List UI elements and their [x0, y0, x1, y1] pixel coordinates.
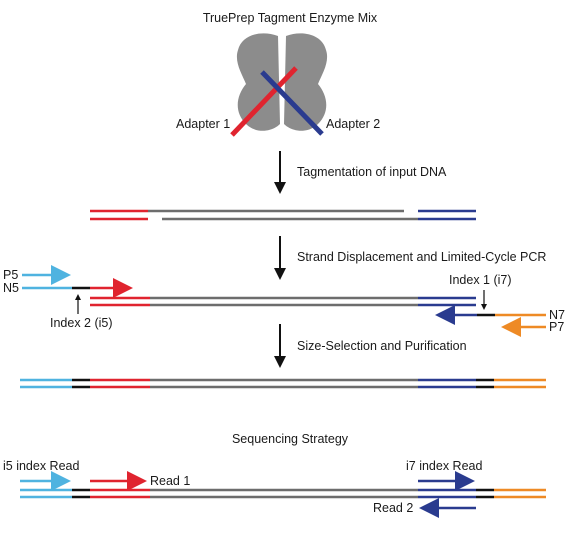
adapter-2-strand: [260, 70, 324, 136]
step-arrow-1: [274, 151, 286, 194]
enzyme-title: TruePrep Tagment Enzyme Mix: [203, 11, 378, 25]
step-3-label: Size-Selection and Purification: [297, 339, 467, 353]
sequencing-title: Sequencing Strategy: [232, 432, 349, 446]
step-arrow-3: [274, 324, 286, 368]
n7-label: N7: [549, 308, 565, 322]
index-1-label: Index 1 (i7): [449, 273, 512, 287]
adapter-1-strand: [230, 66, 298, 137]
step-1-label: Tagmentation of input DNA: [297, 165, 447, 179]
final-library: [20, 378, 546, 389]
p5-label: P5: [3, 268, 18, 282]
tagmented-fragment: [90, 209, 476, 221]
tagment-enzyme: [230, 33, 328, 137]
i7-index-read-label: i7 index Read: [406, 459, 482, 473]
i5-index-read-label: i5 index Read: [3, 459, 79, 473]
n5-label: N5: [3, 281, 19, 295]
read-2-label: Read 2: [373, 501, 413, 515]
step-arrow-2: [274, 236, 286, 280]
adapter-1-label: Adapter 1: [176, 117, 230, 131]
index-2-label: Index 2 (i5): [50, 316, 113, 330]
read-1-label: Read 1: [150, 474, 190, 488]
sequencing-library: [20, 488, 546, 499]
step-2-label: Strand Displacement and Limited-Cycle PC…: [297, 250, 546, 264]
adapter-2-label: Adapter 2: [326, 117, 380, 131]
pcr-template: [90, 296, 476, 307]
p7-label: P7: [549, 320, 564, 334]
